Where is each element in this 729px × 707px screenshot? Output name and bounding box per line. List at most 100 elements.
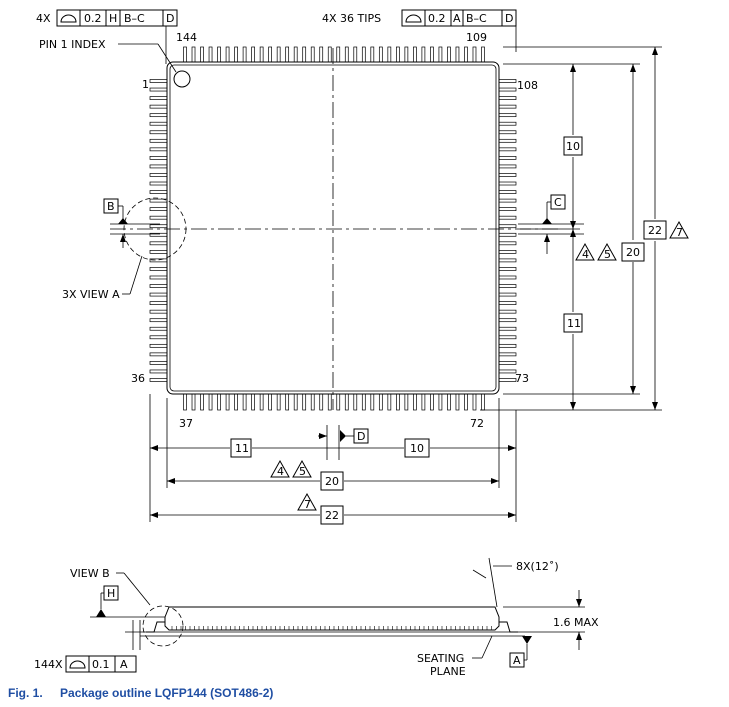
lead xyxy=(499,361,516,364)
lead xyxy=(150,105,167,108)
lead xyxy=(499,97,516,100)
lead xyxy=(499,191,516,194)
lead xyxy=(379,47,382,62)
fcf-left-datum-2: B–C xyxy=(124,12,145,25)
lead xyxy=(150,208,167,211)
lead xyxy=(150,97,167,100)
datum-c-label: C xyxy=(554,196,562,209)
view-b-label: VIEW B xyxy=(70,567,110,580)
lead xyxy=(499,379,516,382)
lead xyxy=(201,394,204,410)
right-lead xyxy=(499,622,518,632)
lead xyxy=(499,208,516,211)
lead xyxy=(499,344,516,347)
lead xyxy=(499,319,516,322)
lead xyxy=(499,353,516,356)
datum-a-triangle xyxy=(522,636,532,644)
lead xyxy=(260,394,263,410)
lead xyxy=(499,80,516,83)
dim-right-note-5: 5 xyxy=(604,248,611,261)
lead xyxy=(192,394,195,410)
fcf-right-count: 4X 36 TIPS xyxy=(322,12,381,25)
left-lead xyxy=(146,622,165,632)
lead xyxy=(499,293,516,296)
lead xyxy=(320,394,323,410)
lead xyxy=(473,394,476,410)
lead xyxy=(499,88,516,91)
lead xyxy=(201,47,204,62)
view-a-label: 3X VIEW A xyxy=(62,288,120,301)
lead xyxy=(405,47,408,62)
lead xyxy=(499,165,516,168)
pin-109-label: 109 xyxy=(466,31,487,44)
lead xyxy=(209,394,212,410)
lead xyxy=(499,310,516,313)
dim-right-note-7: 7 xyxy=(676,226,683,239)
lead xyxy=(430,394,433,410)
lead xyxy=(235,47,238,62)
lead xyxy=(499,250,516,253)
lead xyxy=(311,394,314,410)
lead xyxy=(184,394,187,410)
lead xyxy=(499,114,516,117)
lead xyxy=(371,394,374,410)
pin-72-label: 72 xyxy=(470,417,484,430)
lead xyxy=(150,182,167,185)
fcf-right-datum-3: D xyxy=(505,12,513,25)
fcf-right-tol: 0.2 xyxy=(428,12,446,25)
datum-d-label: D xyxy=(357,430,365,443)
datum-h-triangle xyxy=(96,609,106,617)
dim-right-22: 22 xyxy=(648,224,662,237)
lead xyxy=(150,250,167,253)
fcf-top-left: 4X 0.2 H B–C D xyxy=(36,10,177,26)
lead xyxy=(150,353,167,356)
lead xyxy=(499,267,516,270)
lead xyxy=(362,47,365,62)
lead xyxy=(277,47,280,62)
dim-bottom-10: 10 xyxy=(410,442,424,455)
pin-144-label: 144 xyxy=(176,31,197,44)
lead xyxy=(499,156,516,159)
lead xyxy=(218,47,221,62)
lead xyxy=(499,259,516,262)
lead xyxy=(150,327,167,330)
lead xyxy=(413,47,416,62)
lead xyxy=(150,173,167,176)
lead xyxy=(150,267,167,270)
seating-plane-line1: SEATING xyxy=(417,652,464,665)
lead xyxy=(192,47,195,62)
fcf-right-datum-2: B–C xyxy=(466,12,487,25)
lead xyxy=(337,47,340,62)
lead xyxy=(456,394,459,410)
lead xyxy=(499,199,516,202)
lead xyxy=(379,394,382,410)
lead xyxy=(499,242,516,245)
lead xyxy=(150,302,167,305)
lead xyxy=(328,47,331,62)
lead xyxy=(150,310,167,313)
lead xyxy=(150,293,167,296)
profile-of-surface-icon xyxy=(70,661,85,668)
lead xyxy=(456,47,459,62)
lead xyxy=(150,191,167,194)
lead xyxy=(150,131,167,134)
fcf-left-datum-3: D xyxy=(166,12,174,25)
lead xyxy=(345,47,348,62)
dim-right-20: 20 xyxy=(626,246,640,259)
lead xyxy=(464,47,467,62)
lead xyxy=(150,344,167,347)
dim-bottom-note-4: 4 xyxy=(277,465,284,478)
lead xyxy=(269,47,272,62)
lead xyxy=(235,394,238,410)
lead xyxy=(150,242,167,245)
lead xyxy=(422,394,425,410)
lead xyxy=(184,47,187,62)
lead xyxy=(354,47,357,62)
lead xyxy=(150,88,167,91)
lead xyxy=(499,173,516,176)
lead xyxy=(150,336,167,339)
lead xyxy=(362,394,365,410)
lead xyxy=(218,394,221,410)
dim-right-11: 11 xyxy=(567,317,581,330)
lead xyxy=(150,225,167,228)
